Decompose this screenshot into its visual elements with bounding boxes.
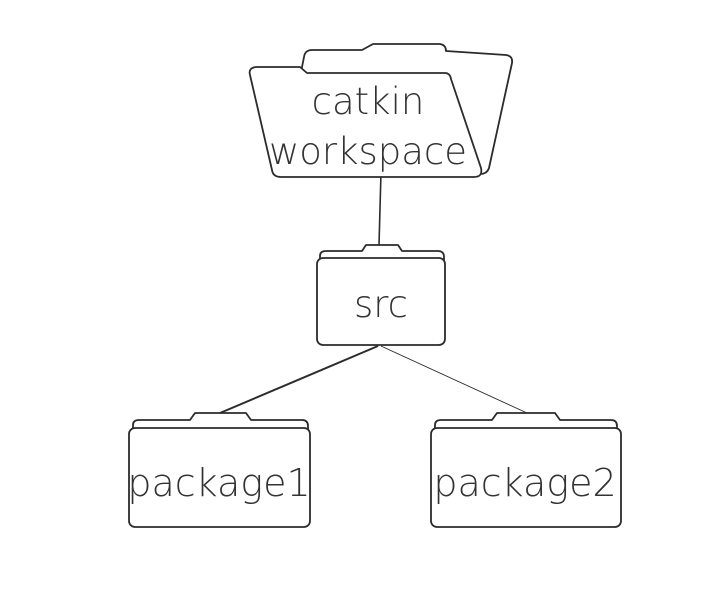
package1-folder[interactable]: package1 [127,412,311,528]
open-folder-icon [248,43,514,178]
workspace-folder[interactable]: catkin workspace [248,43,514,178]
src-label: src [354,283,408,326]
folder-icon [316,244,446,346]
src-folder[interactable]: src [316,244,446,346]
folder-icon [128,412,311,528]
connector-workspace-src [378,171,382,246]
package2-folder[interactable]: package2 [430,412,622,528]
connector-src-package2 [380,345,528,414]
package1-label: package1 [127,461,310,505]
package2-label: package2 [433,461,616,505]
connector-src-package1 [219,345,379,414]
workspace-label-line1: catkin [312,80,425,123]
folder-icon [430,412,622,528]
workspace-label-line2: workspace [269,130,467,173]
